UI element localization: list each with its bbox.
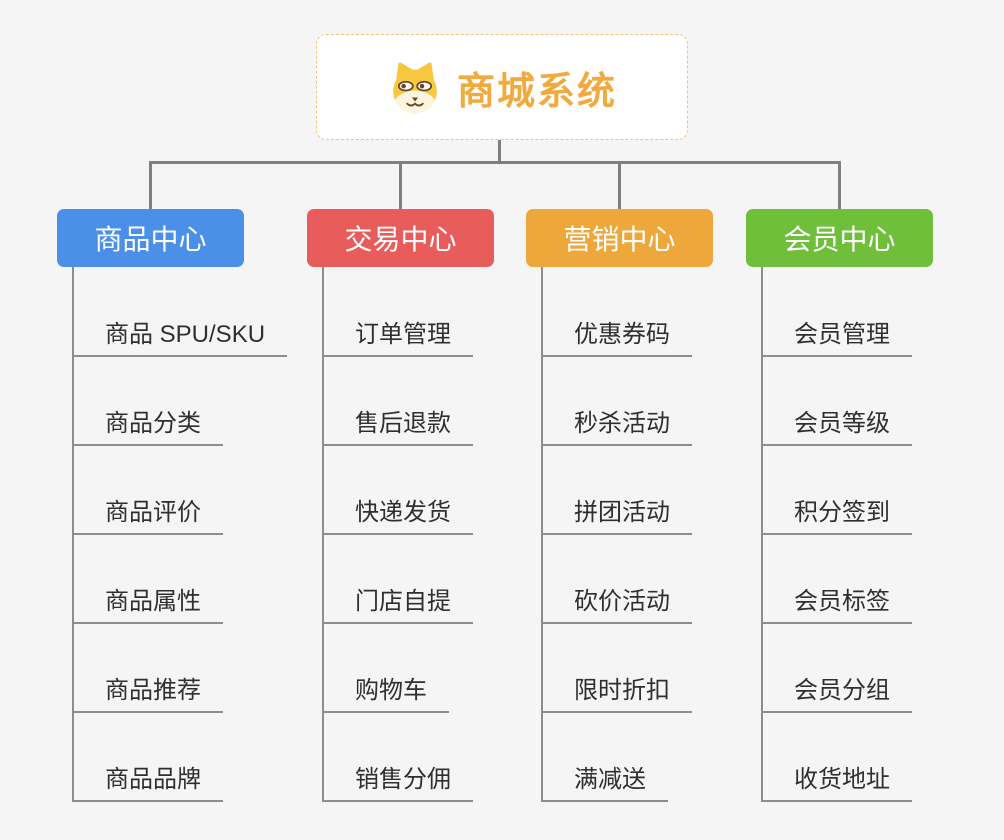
connector-drop-marketing	[618, 161, 621, 210]
connector-drop-trade	[399, 161, 402, 210]
branch-member-center[interactable]: 会员中心	[746, 209, 933, 267]
dog-face-icon	[387, 59, 443, 115]
mindmap-item[interactable]: 秒杀活动	[541, 409, 692, 446]
mindmap-item[interactable]: 门店自提	[322, 587, 473, 624]
mindmap-item[interactable]: 订单管理	[322, 320, 473, 357]
mindmap-item[interactable]: 售后退款	[322, 409, 473, 446]
mindmap-item[interactable]: 商品属性	[72, 587, 223, 624]
connector-horizontal	[149, 161, 841, 164]
branch-label: 交易中心	[344, 224, 457, 255]
mindmap-item[interactable]: 销售分佣	[322, 765, 473, 802]
branch-label: 营销中心	[563, 224, 676, 255]
mindmap-item[interactable]: 限时折扣	[541, 676, 692, 713]
mindmap-item[interactable]: 收货地址	[761, 765, 912, 802]
mindmap-item[interactable]: 砍价活动	[541, 587, 692, 624]
branch-label: 会员中心	[783, 224, 896, 255]
mindmap-item[interactable]: 商品 SPU/SKU	[72, 320, 288, 357]
mindmap-item[interactable]: 拼团活动	[541, 498, 692, 535]
branch-product-center[interactable]: 商品中心	[57, 209, 244, 267]
root-title: 商城系统	[456, 70, 617, 113]
connector-drop-member	[838, 161, 841, 210]
mindmap-item[interactable]: 满减送	[541, 765, 668, 802]
mindmap-item[interactable]: 会员等级	[761, 409, 912, 446]
branch-trade-center[interactable]: 交易中心	[307, 209, 494, 267]
connector-drop-product	[149, 161, 152, 210]
mindmap-item[interactable]: 商品分类	[72, 409, 223, 446]
mindmap-item[interactable]: 商品评价	[72, 498, 223, 535]
mindmap-item[interactable]: 快递发货	[322, 498, 473, 535]
mindmap-item[interactable]: 购物车	[322, 676, 449, 713]
connector-root-stub	[498, 140, 501, 163]
mindmap-item[interactable]: 会员管理	[761, 320, 912, 357]
mindmap-item[interactable]: 优惠券码	[541, 320, 692, 357]
branch-label: 商品中心	[94, 224, 207, 255]
mindmap-item[interactable]: 积分签到	[761, 498, 912, 535]
mindmap-item[interactable]: 会员标签	[761, 587, 912, 624]
root-node[interactable]: 商城系统	[316, 34, 688, 140]
branch-marketing-center[interactable]: 营销中心	[526, 209, 713, 267]
mindmap-item[interactable]: 商品品牌	[72, 765, 223, 802]
mindmap-item[interactable]: 商品推荐	[72, 676, 223, 713]
mindmap-item[interactable]: 会员分组	[761, 676, 912, 713]
